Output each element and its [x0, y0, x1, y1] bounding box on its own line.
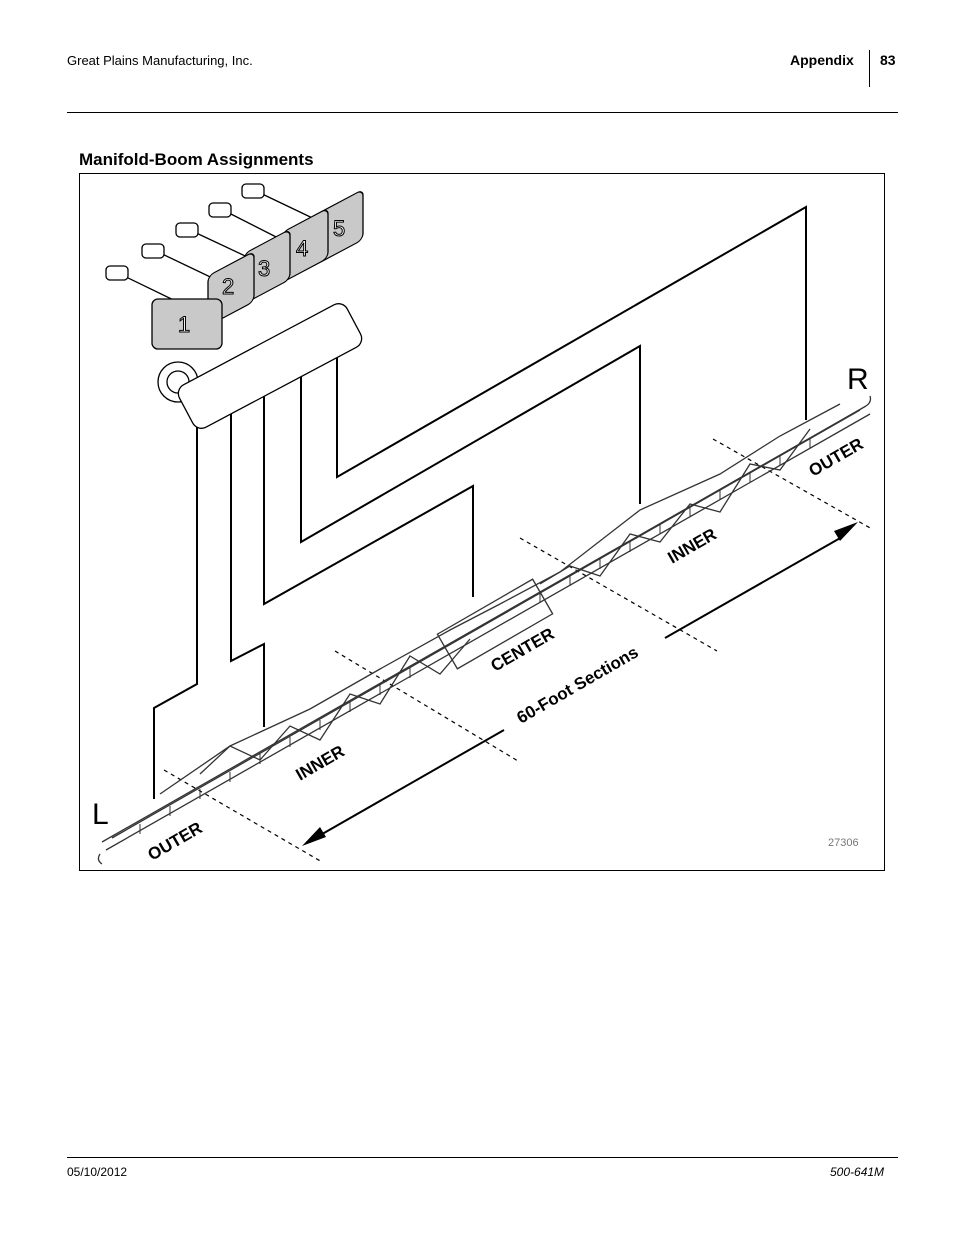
label-right-inner: INNER: [665, 525, 720, 568]
footer-doc-number: 500-641M: [830, 1165, 885, 1179]
valve-label-3: 3: [258, 256, 270, 281]
nozzles: [139, 438, 811, 834]
arrowhead-right: [834, 522, 858, 541]
connector-2: [141, 243, 165, 259]
label-right-outer: OUTER: [806, 434, 867, 480]
manifold-boom-figure: 5 4 3 2 1 R L OUTER INNER CENTER INNER O…: [79, 173, 885, 871]
valve-label-5: 5: [333, 216, 345, 241]
connector-1: [105, 265, 129, 281]
footer-date: 05/10/2012: [67, 1165, 128, 1179]
page-number: 83: [880, 52, 896, 68]
header-rule: [67, 112, 898, 113]
manifold-boom-diagram: 5 4 3 2 1 R L OUTER INNER CENTER INNER O…: [92, 183, 873, 865]
valve-line-4: [300, 341, 641, 544]
connector-3: [175, 222, 199, 238]
arrowhead-left: [302, 827, 326, 846]
boom-assembly: [97, 395, 872, 865]
valve-lines: [153, 205, 807, 799]
side-label-right: R: [847, 363, 869, 396]
boundary-3: [519, 537, 718, 652]
figure-number: 27306: [828, 837, 859, 849]
center-frame: [436, 578, 554, 670]
valve-label-4: 4: [296, 236, 308, 261]
boundary-4: [712, 438, 873, 530]
boundary-2: [334, 650, 519, 762]
valve-box-1: [151, 298, 223, 350]
truss-web: [199, 428, 811, 775]
section-title: Manifold-Boom Assignments: [79, 150, 314, 169]
header-section: Appendix: [790, 52, 854, 68]
valve-label-2: 2: [222, 274, 234, 299]
left-truss: [159, 603, 501, 795]
connector-5: [241, 183, 265, 199]
dimension-arrow: [302, 522, 858, 846]
side-label-left: L: [92, 798, 109, 831]
header-divider: [869, 50, 870, 87]
section-boundaries: [163, 438, 873, 863]
header-company: Great Plains Manufacturing, Inc.: [67, 53, 253, 68]
valve-line-1: [153, 411, 198, 799]
right-truss: [499, 403, 841, 605]
boundary-1: [163, 769, 323, 863]
valve-line-2: [230, 389, 265, 727]
connector-4: [208, 202, 232, 218]
label-left-outer: OUTER: [145, 818, 206, 864]
label-left-inner: INNER: [293, 742, 348, 785]
manifold-body: [177, 303, 363, 429]
valve-line-5: [336, 205, 807, 479]
valve-label-1: 1: [178, 312, 190, 337]
valve-line-3: [263, 361, 474, 606]
manifold-assembly: 5 4 3 2 1: [105, 183, 364, 429]
dimension-label: 60-Foot Sections: [514, 643, 642, 728]
footer-rule: [67, 1157, 898, 1158]
